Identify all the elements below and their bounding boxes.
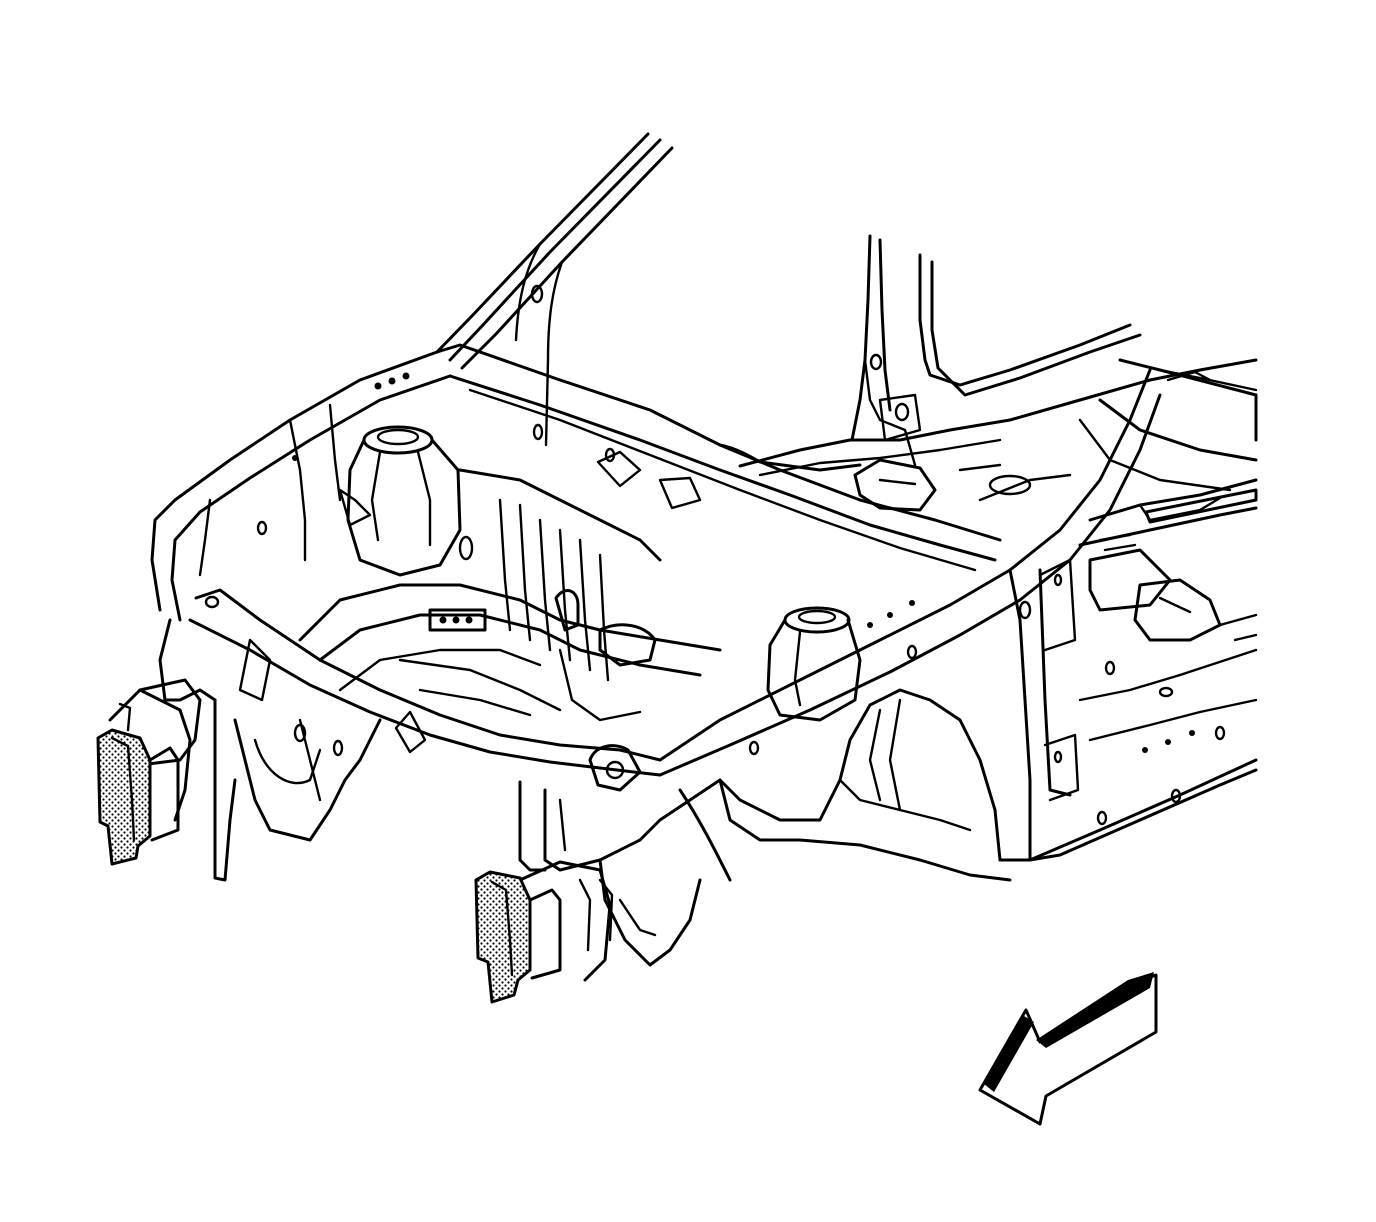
- rear-floor-area: [738, 358, 1258, 698]
- right-upper-rail: [658, 368, 1162, 777]
- dash-panel-center: [458, 468, 662, 722]
- right-lower-rail: [518, 778, 732, 967]
- b-pillar: [850, 234, 1142, 467]
- lower-crossmember: [298, 583, 722, 717]
- right-shock-tower: [766, 606, 862, 722]
- left-shock-tower: [338, 425, 474, 577]
- front-direction-arrow-icon: [978, 972, 1158, 1126]
- left-lower-rail: [138, 618, 382, 882]
- a-pillar: [435, 132, 674, 447]
- front-tie-bar: [188, 588, 662, 792]
- right-floor-panel: [998, 558, 1258, 862]
- right-frame-rail-tip: [474, 860, 614, 1004]
- left-upper-rail: [150, 350, 452, 622]
- left-frame-rail-tip: [96, 688, 192, 866]
- right-wheelhouse: [718, 688, 1012, 882]
